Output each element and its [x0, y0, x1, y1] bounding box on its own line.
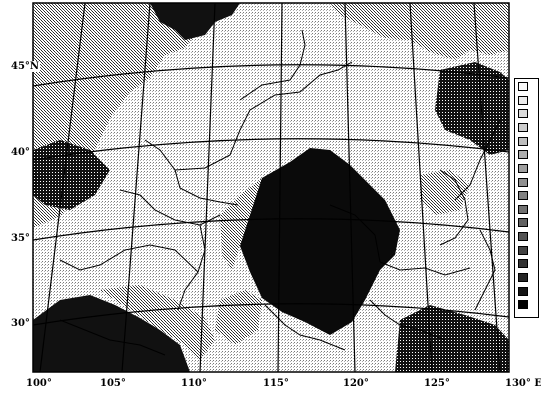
map-frame: [32, 2, 510, 373]
legend-swatch: [518, 122, 528, 132]
meridian-120: [344, 3, 356, 372]
legend-swatch: [518, 245, 528, 255]
imagery-layer: [33, 3, 509, 372]
coastline: [454, 119, 501, 201]
boundary-line: [369, 299, 446, 341]
meridian-115: [277, 3, 283, 372]
legend-swatch: [518, 300, 528, 310]
boundary-line: [59, 319, 166, 356]
cloud-mass-central-fringe: [220, 178, 262, 270]
cloud-speckle-south-central: [215, 290, 262, 345]
legend-swatch: [518, 136, 528, 146]
cloud-mass-southwest-fringe: [100, 285, 215, 360]
meridian-105: [121, 3, 151, 372]
meridian-125: [409, 3, 433, 372]
cloud-mass-southwest: [33, 295, 190, 372]
legend-swatch: [518, 273, 528, 283]
legend-swatch: [518, 218, 528, 228]
parallel-30: [33, 303, 509, 326]
longitude-label: 105°: [100, 378, 126, 389]
latitude-label: 45°N: [10, 61, 41, 72]
cloud-mass-east: [435, 62, 509, 155]
legend-swatch: [518, 177, 528, 187]
legend-swatch: [518, 259, 528, 269]
legend-swatch: [518, 150, 528, 160]
boundary-line: [239, 29, 306, 101]
legend-swatch: [518, 82, 528, 91]
legend-swatch: [518, 163, 528, 173]
legend-swatch: [518, 232, 528, 242]
latitude-label: 35°: [10, 233, 31, 244]
longitude-label: 125°: [424, 378, 450, 389]
cloud-mass-northeast: [330, 3, 509, 60]
boundary-line: [379, 261, 471, 276]
coastline: [474, 229, 496, 311]
color-legend: [514, 78, 539, 318]
meridian-130: [473, 3, 501, 372]
legend-swatch: [518, 109, 528, 119]
boundary-line: [174, 91, 301, 171]
legend-swatch: [518, 95, 528, 105]
parallel-35: [33, 218, 509, 241]
longitude-label: 100°: [26, 378, 52, 389]
parallel-45: [33, 64, 509, 87]
boundary-line: [144, 139, 239, 206]
legend-swatch: [518, 191, 528, 201]
longitude-label: 110°: [181, 378, 207, 389]
graticule: [33, 3, 509, 372]
longitude-label: 115°: [263, 378, 289, 389]
legend-swatch: [518, 286, 528, 296]
boundary-line: [439, 169, 469, 246]
meridian-100: [39, 3, 86, 372]
province-boundaries: [59, 29, 501, 356]
boundary-line: [59, 244, 199, 273]
longitude-label: 120°: [343, 378, 369, 389]
legend-swatch: [518, 204, 528, 214]
longitude-label: 130° E: [505, 378, 541, 389]
latitude-label: 30°: [10, 318, 31, 329]
latitude-label: 40°: [10, 147, 31, 158]
cloud-speckle-east: [420, 170, 470, 215]
boundary-line: [119, 189, 221, 226]
meridian-110: [199, 3, 216, 372]
parallel-40: [33, 138, 509, 161]
cloud-mass-north: [150, 3, 240, 40]
boundary-line: [329, 204, 381, 263]
cloud-mass-southeast: [395, 305, 509, 372]
